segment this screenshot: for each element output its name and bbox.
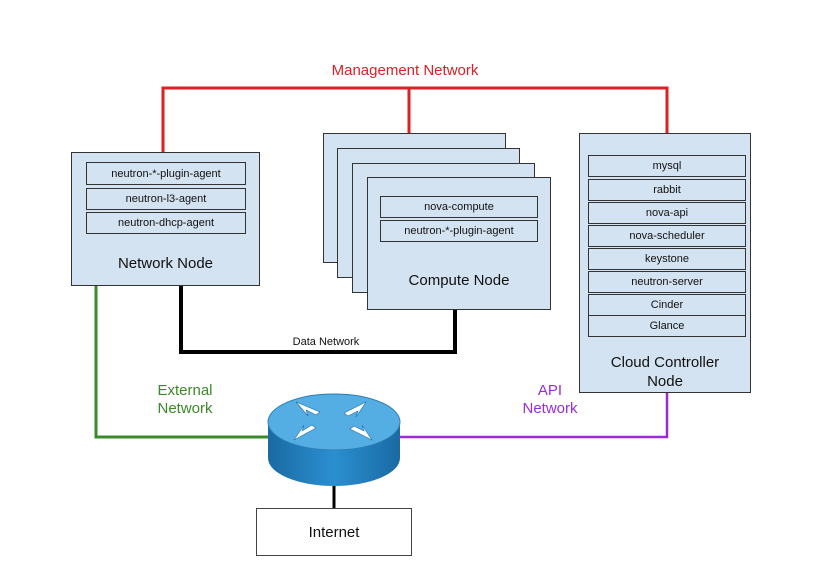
cloud-controller-node: mysql rabbit nova-api nova-scheduler key… <box>579 133 751 393</box>
external-network-line <box>94 286 268 439</box>
service-neutron-server: neutron-server <box>588 271 746 293</box>
data-network-label: Data Network <box>292 336 360 348</box>
service-mysql: mysql <box>588 155 746 177</box>
api-network-label-line2: Network <box>522 400 578 417</box>
controller-node-title-line1: Cloud Controller <box>610 354 720 371</box>
service-nova-api: nova-api <box>588 202 746 224</box>
management-network-bus <box>161 86 669 152</box>
service-keystone: keystone <box>588 248 746 270</box>
service-cinder: Cinder <box>588 294 746 316</box>
internet-box: Internet <box>256 508 412 556</box>
router-icon <box>267 393 401 486</box>
service-nova-compute: nova-compute <box>380 196 538 218</box>
service-compute-neutron-plugin-agent: neutron-*-plugin-agent <box>380 220 538 242</box>
data-network-line <box>179 286 457 354</box>
api-network-label-line1: API <box>537 382 563 399</box>
service-neutron-l3-agent: neutron-l3-agent <box>86 188 246 210</box>
service-glance: Glance <box>588 315 746 337</box>
external-network-label-line2: Network <box>157 400 213 417</box>
service-neutron-dhcp-agent: neutron-dhcp-agent <box>86 212 246 234</box>
service-nova-scheduler: nova-scheduler <box>588 225 746 247</box>
compute-node: nova-compute neutron-*-plugin-agent Comp… <box>367 177 551 310</box>
network-node-title: Network Node <box>117 255 214 272</box>
management-network-lines <box>161 86 669 152</box>
service-neutron-plugin-agent: neutron-*-plugin-agent <box>86 162 246 185</box>
service-rabbit: rabbit <box>588 179 746 201</box>
external-network-label-line1: External <box>157 382 213 399</box>
network-node: neutron-*-plugin-agent neutron-l3-agent … <box>71 152 260 286</box>
api-network-line <box>398 393 669 439</box>
management-network-label: Management Network <box>331 62 479 79</box>
controller-node-title-line2: Node <box>647 373 683 390</box>
compute-node-title: Compute Node <box>408 272 510 289</box>
